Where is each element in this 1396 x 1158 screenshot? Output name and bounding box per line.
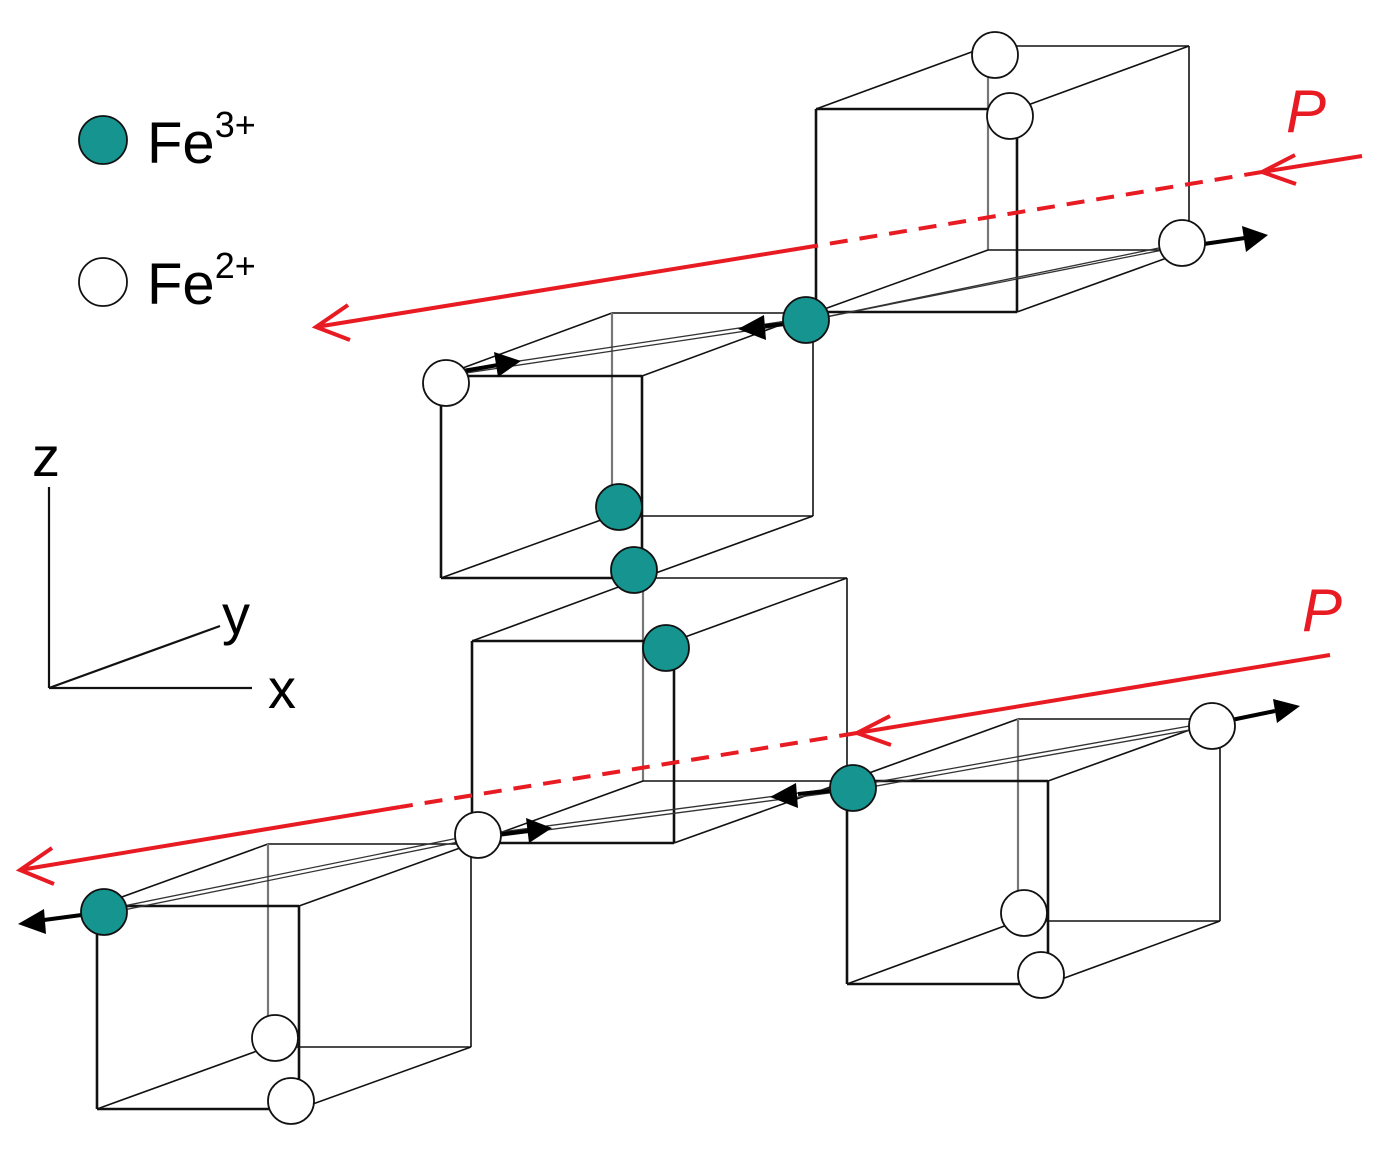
moment-arrowhead — [18, 909, 46, 934]
fe3-atom — [80, 888, 128, 936]
moment-arrowhead — [770, 783, 798, 808]
moment-arrowhead — [494, 352, 521, 377]
moment-arrowhead — [738, 315, 766, 340]
fe2-atom — [422, 359, 470, 407]
polarization-upper-arrow-line — [315, 244, 816, 329]
x-axis-label: x — [268, 657, 296, 720]
legend-fe2-marker — [78, 257, 128, 307]
moment-arrowhead — [1273, 699, 1300, 723]
axis-indicator: z y x — [32, 425, 296, 720]
legend-fe3-marker — [78, 115, 128, 165]
fe2-atom — [971, 31, 1019, 79]
polarization-upper-arrowhead-left — [311, 303, 351, 342]
z-axis-label: z — [32, 425, 60, 488]
legend: Fe3+ Fe2+ — [78, 104, 256, 317]
moment-arrows — [18, 226, 1300, 934]
polarization-upper-dashed — [814, 170, 1263, 248]
fe2-atom — [454, 811, 502, 859]
moment-arrowhead — [526, 818, 552, 843]
fe2-atom — [1000, 889, 1048, 937]
polarization-upper-solid — [1261, 154, 1363, 174]
cube-4 — [845, 718, 1221, 986]
polarization-lower-arrowhead-mid — [851, 714, 892, 747]
fe3-atom — [610, 546, 658, 594]
polarization-lower: P — [15, 577, 1342, 886]
atoms — [80, 31, 1236, 1125]
fe2-atom — [986, 92, 1034, 140]
y-axis-line — [48, 624, 221, 690]
legend-fe2-label: Fe2+ — [147, 245, 256, 317]
polarization-upper-label: P — [1286, 78, 1326, 145]
fe2-atom — [267, 1077, 315, 1125]
cube-5 — [95, 833, 479, 1111]
polarization-upper: P — [311, 78, 1363, 342]
fe3-atom — [595, 483, 643, 531]
fe2-atom — [1158, 219, 1206, 267]
legend-fe3-label: Fe3+ — [147, 104, 256, 176]
fe3-atom — [782, 296, 830, 344]
fe2-atom — [1188, 702, 1236, 750]
fe2-atom — [1017, 951, 1065, 999]
y-axis-label: y — [222, 583, 250, 646]
cube-2 — [439, 312, 814, 580]
polarization-lower-arrowhead-left — [15, 846, 55, 886]
fe3-atom — [642, 624, 690, 672]
cube-1 — [805, 45, 1190, 322]
fe3-atom — [829, 764, 877, 812]
polarization-lower-dashed — [399, 731, 858, 809]
polarization-upper-arrowhead-mid — [1256, 153, 1297, 186]
polarization-lower-solid — [856, 653, 1331, 735]
moment-arrowhead — [1242, 226, 1268, 252]
fe2-atom — [251, 1014, 299, 1062]
polarization-lower-arrow-line — [19, 805, 401, 872]
polarization-lower-label: P — [1302, 577, 1342, 644]
